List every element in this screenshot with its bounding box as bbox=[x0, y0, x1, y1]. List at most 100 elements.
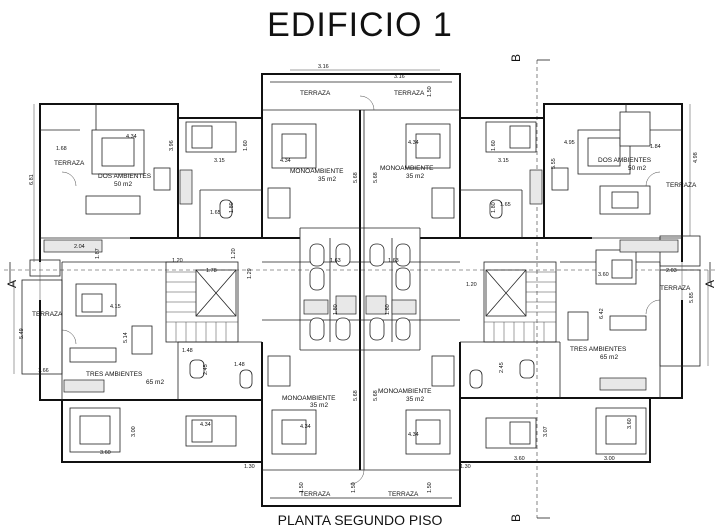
dim-label: 1.30 bbox=[244, 464, 255, 470]
dim-label: 3.07 bbox=[543, 426, 549, 437]
dim-label: 6.42 bbox=[599, 308, 605, 319]
dim-label: 5.55 bbox=[551, 158, 557, 169]
dim-label: 4.15 bbox=[110, 304, 121, 310]
label-tres-ambientes-left: TRES AMBIENTES bbox=[86, 371, 143, 378]
dim-label: 5.68 bbox=[353, 390, 359, 401]
dim-label: 4.34 bbox=[126, 134, 137, 140]
dim-label: 3.15 bbox=[214, 158, 225, 164]
dim-label: 1.87 bbox=[95, 248, 101, 259]
dim-label: 1.80 bbox=[229, 202, 235, 213]
dim-label: 1.84 bbox=[650, 144, 661, 150]
furniture bbox=[43, 95, 679, 485]
plan-subtitle: PLANTA SEGUNDO PISO bbox=[277, 512, 443, 528]
label-tres-ambientes-right-area: 65 m2 bbox=[600, 354, 618, 361]
label-terraza-left-upper: TERRAZA bbox=[54, 160, 85, 167]
dimension-labels: 3.16 3.16 1.50 1.68 6.81 4.34 3.15 1.60 … bbox=[19, 64, 699, 493]
dim-label: 5.68 bbox=[373, 172, 379, 183]
dim-label: 1.50 bbox=[427, 86, 433, 97]
dim-label: 1.50 bbox=[351, 482, 357, 493]
dim-label: 5.14 bbox=[123, 332, 129, 343]
dim-label: 5.68 bbox=[353, 172, 359, 183]
interior-walls bbox=[61, 104, 661, 470]
label-terraza-left-mid: TERRAZA bbox=[32, 311, 63, 318]
label-terraza-right-mid: TERRAZA bbox=[660, 285, 691, 292]
dim-label: 2.45 bbox=[203, 364, 209, 375]
dim-label: 3.16 bbox=[394, 74, 405, 80]
dim-label: 1.20 bbox=[466, 282, 477, 288]
dim-label: 3.60 bbox=[598, 272, 609, 278]
label-terraza-top-left: TERRAZA bbox=[300, 90, 331, 97]
dim-label: 3.60 bbox=[514, 456, 525, 462]
dim-label: 4.95 bbox=[564, 140, 575, 146]
room-labels: TERRAZA TERRAZA TERRAZA TERRAZA TERRAZA … bbox=[32, 90, 697, 498]
dim-label: 4.34 bbox=[280, 158, 291, 164]
dim-label: 1.30 bbox=[460, 464, 471, 470]
dim-label: 1.80 bbox=[385, 304, 391, 315]
label-dos-ambientes-right: DOS AMBIENTES bbox=[598, 157, 652, 164]
dim-label: 1.68 bbox=[56, 146, 67, 152]
dim-label: 1.60 bbox=[491, 140, 497, 151]
label-dos-ambientes-left-area: 50 m2 bbox=[114, 181, 132, 188]
dim-label: 2.04 bbox=[74, 244, 85, 250]
label-terraza-bottom-right: TERRAZA bbox=[388, 491, 419, 498]
dim-label: 3.15 bbox=[498, 158, 509, 164]
section-label-b-bottom: B bbox=[509, 514, 523, 522]
label-terraza-bottom-left: TERRAZA bbox=[300, 491, 331, 498]
dim-label: 2.03 bbox=[666, 268, 677, 274]
label-monoambiente-bottom-right: MONOAMBIENTE bbox=[378, 388, 432, 395]
dim-label: 1.65 bbox=[210, 210, 221, 216]
dim-label: 1.63 bbox=[330, 258, 341, 264]
dim-label: 5.68 bbox=[373, 390, 379, 401]
dim-label: 1.65 bbox=[500, 202, 511, 208]
dim-label: 1.50 bbox=[299, 482, 305, 493]
dim-label: 3.96 bbox=[169, 140, 175, 151]
label-monoambiente-bottom-right-area: 35 m2 bbox=[406, 396, 424, 403]
dim-label: 1.29 bbox=[247, 268, 253, 279]
label-monoambiente-top-right: MONOAMBIENTE bbox=[380, 165, 434, 172]
label-dos-ambientes-right-area: 50 m2 bbox=[628, 165, 646, 172]
dim-label: 1.60 bbox=[243, 140, 249, 151]
dim-label: 1.80 bbox=[333, 304, 339, 315]
dim-label: 4.34 bbox=[300, 424, 311, 430]
label-terraza-right-upper: TERRAZA bbox=[666, 182, 697, 189]
dim-label: 1.78 bbox=[206, 268, 217, 274]
label-monoambiente-top-left: MONOAMBIENTE bbox=[290, 168, 344, 175]
section-marks: B B A A bbox=[4, 54, 717, 522]
label-monoambiente-top-right-area: 35 m2 bbox=[406, 173, 424, 180]
dim-label: 3.60 bbox=[627, 418, 633, 429]
dim-label: 1.48 bbox=[234, 362, 245, 368]
stair-core-left bbox=[165, 261, 239, 343]
dim-label: 1.80 bbox=[491, 202, 497, 213]
section-label-a-right: A bbox=[703, 280, 717, 288]
dim-label: 1.48 bbox=[182, 348, 193, 354]
label-monoambiente-top-left-area: 35 m2 bbox=[318, 176, 336, 183]
dim-label: 4.34 bbox=[200, 422, 211, 428]
dim-label: 4.34 bbox=[408, 140, 419, 146]
label-monoambiente-bottom-left-area: 35 m2 bbox=[310, 402, 328, 409]
section-label-b-top: B bbox=[509, 54, 523, 62]
dim-label: 5.49 bbox=[19, 328, 25, 339]
dim-label: 3.00 bbox=[131, 426, 137, 437]
dim-label: 2.45 bbox=[499, 362, 505, 373]
dim-label: 6.81 bbox=[29, 174, 35, 185]
central-bathrooms bbox=[303, 243, 417, 341]
dim-label: 3.60 bbox=[100, 450, 111, 456]
dim-label: 1.50 bbox=[427, 482, 433, 493]
dim-label: 3.00 bbox=[604, 456, 615, 462]
section-label-a-left: A bbox=[5, 280, 19, 288]
label-tres-ambientes-right: TRES AMBIENTES bbox=[570, 346, 627, 353]
dim-label: 1.63 bbox=[388, 258, 399, 264]
label-tres-ambientes-left-area: 65 m2 bbox=[146, 379, 164, 386]
dim-label: 4.34 bbox=[408, 432, 419, 438]
dim-label: 1.20 bbox=[172, 258, 183, 264]
dim-label: 4.98 bbox=[693, 152, 699, 163]
label-monoambiente-bottom-left: MONOAMBIENTE bbox=[282, 395, 336, 402]
label-terraza-top-right: TERRAZA bbox=[394, 90, 425, 97]
stair-core-right bbox=[483, 261, 557, 343]
plan-title: EDIFICIO 1 bbox=[267, 6, 453, 44]
dim-label: 1.20 bbox=[231, 248, 237, 259]
dim-label: 1.66 bbox=[38, 368, 49, 374]
dim-label: 3.16 bbox=[318, 64, 329, 70]
label-dos-ambientes-left: DOS AMBIENTES bbox=[98, 173, 152, 180]
